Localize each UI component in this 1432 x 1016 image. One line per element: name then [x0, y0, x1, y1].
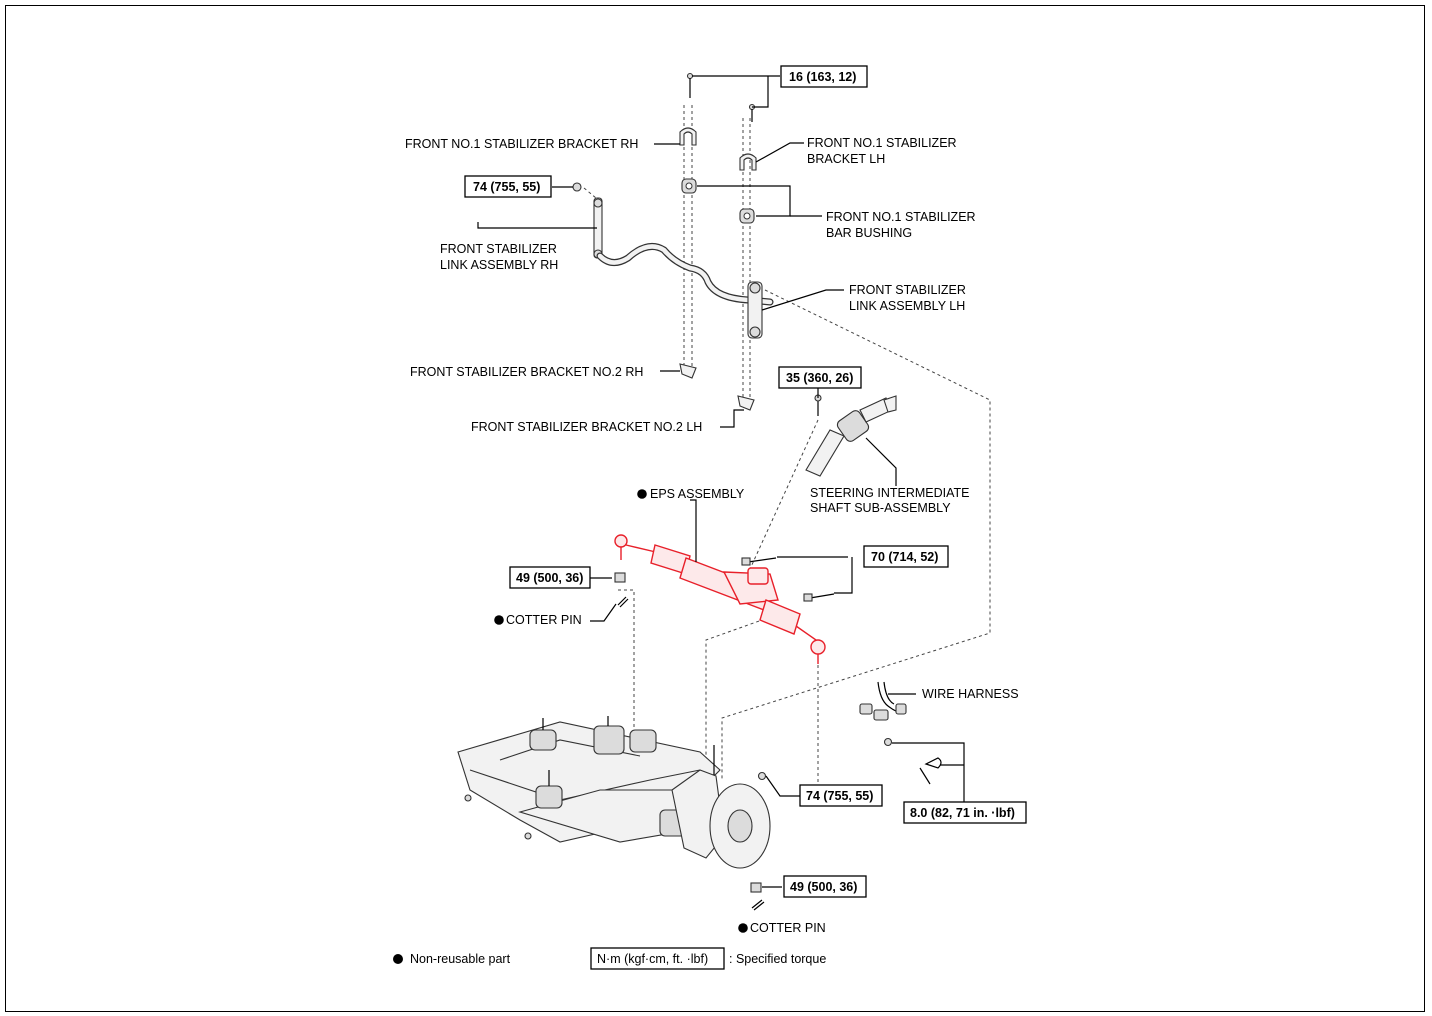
svg-text:35 (360, 26): 35 (360, 26) — [786, 371, 853, 385]
legend: Non-reusable part N·m (kgf·cm, ft. ·lbf)… — [393, 947, 826, 970]
label-bracket-no1-lh: FRONT NO.1 STABILIZER — [807, 136, 957, 150]
svg-text:8.0 (82, 71 in. ·lbf): 8.0 (82, 71 in. ·lbf) — [910, 806, 1015, 820]
stabilizer-bar-icon — [596, 242, 774, 306]
torque-box: 8.0 (82, 71 in. ·lbf) — [903, 801, 1027, 824]
label-steering-shaft: STEERING INTERMEDIATE — [810, 486, 970, 500]
label-link-lh-line2: LINK ASSEMBLY LH — [849, 299, 965, 313]
bushing-icon — [681, 178, 697, 194]
torque-box: 70 (714, 52) — [863, 545, 949, 568]
cotter-pin-icon — [751, 899, 765, 911]
bushing-icon — [739, 208, 755, 224]
cotter-pin-icon — [617, 596, 629, 608]
non-reusable-marker-icon — [637, 489, 647, 499]
label-eps-assembly: EPS ASSEMBLY — [650, 487, 745, 501]
svg-text:49 (500, 36): 49 (500, 36) — [790, 880, 857, 894]
label-link-lh: FRONT STABILIZER — [849, 283, 966, 297]
bolt-icon — [686, 72, 694, 98]
svg-text:70 (714, 52): 70 (714, 52) — [871, 550, 938, 564]
bracket-no2-lh-icon — [737, 395, 755, 411]
torque-box: 49 (500, 36) — [509, 566, 591, 589]
leader-lines — [477, 75, 965, 888]
bolt-icon — [803, 593, 835, 602]
label-link-rh-line2: LINK ASSEMBLY RH — [440, 258, 558, 272]
torque-box: 49 (500, 36) — [783, 875, 867, 898]
legend-torque-box — [590, 947, 725, 970]
label-bracket-no1-rh: FRONT NO.1 STABILIZER BRACKET RH — [405, 137, 638, 151]
label-bushing-line2: BAR BUSHING — [826, 226, 912, 240]
steering-knuckle-disc-icon — [671, 745, 771, 869]
legend-non-reusable: Non-reusable part — [410, 952, 511, 966]
label-bracket-no2-lh: FRONT STABILIZER BRACKET NO.2 LH — [471, 420, 702, 434]
non-reusable-marker-icon — [494, 615, 504, 625]
suspension-crossmember-icon — [457, 716, 767, 843]
torque-box: 35 (360, 26) — [778, 366, 862, 389]
nut-icon — [572, 182, 582, 192]
non-reusable-marker-icon — [393, 954, 403, 964]
svg-text:74 (755, 55): 74 (755, 55) — [473, 180, 540, 194]
torque-box: 16 (163, 12) — [780, 65, 868, 88]
svg-text:49 (500, 36): 49 (500, 36) — [516, 571, 583, 585]
wire-harness-icon — [859, 681, 942, 785]
nut-icon — [614, 572, 626, 583]
legend-specified-torque: : Specified torque — [729, 952, 826, 966]
label-steering-shaft-line2: SHAFT SUB-ASSEMBLY — [810, 501, 951, 515]
svg-text:16 (163, 12): 16 (163, 12) — [789, 70, 856, 84]
legend-torque-unit: N·m (kgf·cm, ft. ·lbf) — [597, 952, 708, 966]
bolt-icon — [741, 557, 777, 566]
diagram-frame — [5, 5, 1425, 1012]
link-lh-icon — [747, 281, 763, 339]
non-reusable-marker-icon — [738, 923, 748, 933]
bracket-no2-rh-icon — [679, 363, 697, 379]
bracket-no1-rh-icon — [679, 127, 697, 146]
svg-text:74 (755, 55): 74 (755, 55) — [806, 789, 873, 803]
eps-assembly-icon — [614, 534, 826, 664]
label-bracket-no1-lh-line2: BRACKET LH — [807, 152, 885, 166]
label-wire-harness: WIRE HARNESS — [922, 687, 1019, 701]
label-cotter-pin-left: COTTER PIN — [506, 613, 582, 627]
stabilizer-assembly — [572, 72, 774, 411]
label-bushing: FRONT NO.1 STABILIZER — [826, 210, 976, 224]
label-link-rh: FRONT STABILIZER — [440, 242, 557, 256]
label-bracket-no2-rh: FRONT STABILIZER BRACKET NO.2 RH — [410, 365, 643, 379]
label-cotter-pin-bottom: COTTER PIN — [750, 921, 826, 935]
torque-box: 74 (755, 55) — [799, 784, 883, 807]
steering-shaft-icon — [805, 394, 897, 477]
torque-box: 74 (755, 55) — [464, 175, 552, 198]
nut-icon — [750, 882, 762, 893]
alignment-lines — [583, 105, 991, 790]
bracket-no1-lh-icon — [739, 153, 757, 171]
